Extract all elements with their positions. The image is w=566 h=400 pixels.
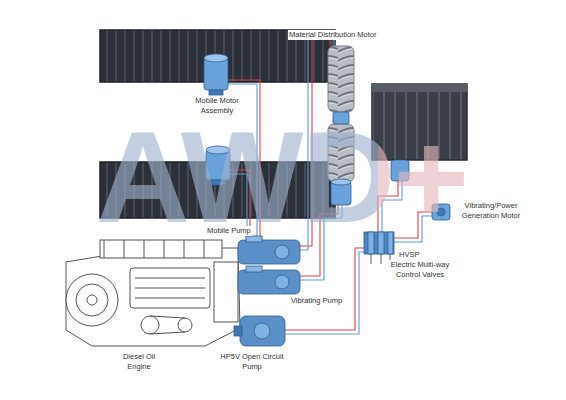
part-label: Diesel Oil Engine (112, 352, 166, 372)
hydraulic-pump (234, 236, 300, 346)
part-label: HP5V Open Circuit Pump (212, 352, 292, 372)
diesel-engine (66, 240, 240, 346)
part-label: HVSP (398, 250, 420, 260)
part-label: Vibrating Pump (290, 296, 343, 306)
part-label: Electric Multi-way Control Valves (384, 260, 456, 280)
part-label: Material Distribution Motor (288, 30, 378, 40)
watermark: AWD+ (96, 112, 467, 242)
